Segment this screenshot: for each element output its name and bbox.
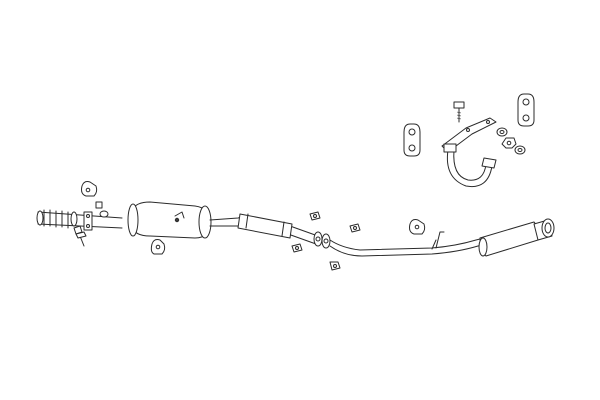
intermediate-pipe	[209, 213, 319, 245]
rear-muffler	[478, 218, 555, 257]
front-pipe-flex	[36, 209, 123, 231]
rubber-mount-upper-b	[517, 93, 535, 127]
rubber-mount-rear	[409, 219, 426, 235]
center-muffler	[127, 201, 212, 239]
front-fastener-cluster	[73, 201, 109, 247]
clamp-bracket	[441, 117, 497, 188]
bolt-clamp-top	[453, 101, 465, 123]
rubber-mount-upper-a	[403, 123, 421, 157]
gaskets	[313, 231, 331, 249]
joint-fastener-cluster	[291, 211, 361, 271]
rubber-mounts	[81, 93, 535, 255]
rubber-mount-center	[150, 239, 166, 255]
fasteners	[73, 101, 526, 271]
rubber-mount-front	[81, 181, 98, 197]
rear-pipe	[329, 231, 487, 257]
nut-washer-set-right	[496, 127, 526, 155]
